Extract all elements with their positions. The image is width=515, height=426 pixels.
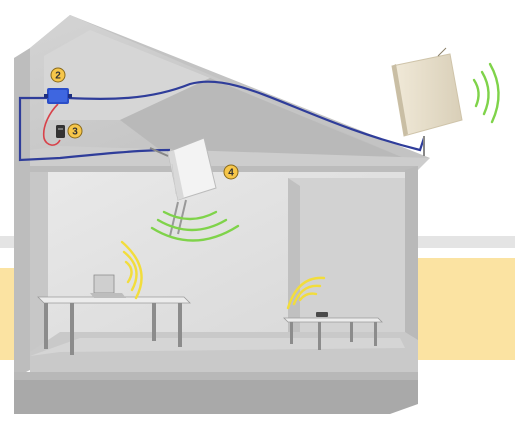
attic-inner-roof: [44, 30, 210, 120]
callout-label-power-supply: 3: [72, 127, 78, 138]
room-left-wall: [30, 172, 48, 360]
house-left-wall: [14, 48, 30, 378]
power-cable: [42, 103, 61, 146]
ceiling-slab-edge: [30, 166, 418, 172]
house-right-wall: [405, 166, 418, 372]
outdoor-panel-antenna-icon: [391, 47, 463, 156]
foundation: [14, 372, 418, 414]
foundation-top: [14, 372, 418, 380]
callout-amplifier: 2: [50, 67, 66, 83]
phone-icon: [316, 312, 328, 317]
floor-top: [30, 338, 405, 356]
inner-room-side: [288, 178, 300, 340]
phone-signal-waves: [286, 276, 326, 310]
indoor-antenna-icon: [149, 137, 217, 237]
inner-room-wall: [288, 178, 405, 345]
indoor-signal-waves: [150, 210, 240, 242]
callout-indoor-antenna: 4: [223, 164, 239, 180]
desk-right: [283, 317, 383, 350]
callout-power-supply: 3: [67, 123, 83, 139]
amplifier-icon: [44, 88, 72, 104]
laptop-signal-waves: [120, 240, 143, 300]
coax-cable-outdoor: [67, 80, 426, 152]
laptop-icon: [90, 274, 126, 298]
power-supply-icon: [56, 125, 65, 138]
callout-label-indoor-antenna: 4: [228, 168, 234, 179]
outdoor-signal-waves: [472, 62, 500, 124]
callout-label-amplifier: 2: [55, 71, 61, 82]
